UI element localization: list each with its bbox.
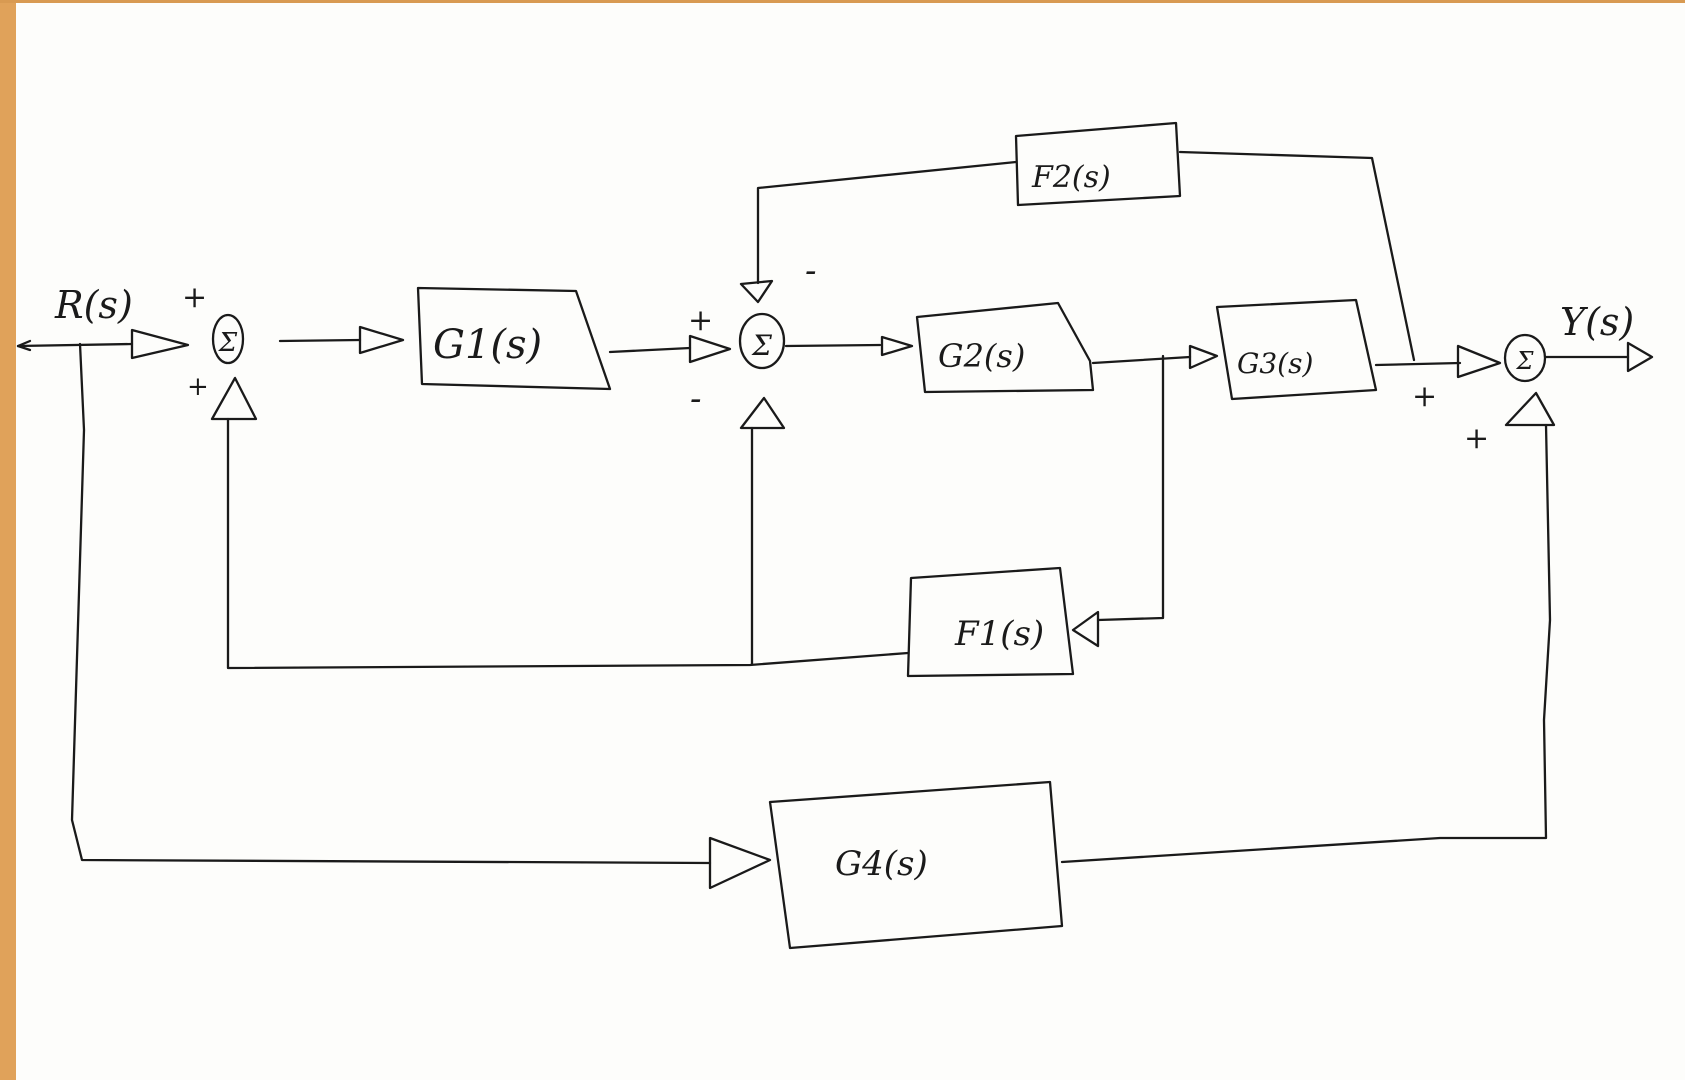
line-g1-sum2 xyxy=(608,346,692,354)
g2-label: G2(s) xyxy=(938,337,1025,375)
sum1-sign-bottom: + xyxy=(187,372,209,402)
sum2-symbol: Σ xyxy=(751,329,772,362)
line-g3-sum3 xyxy=(1374,361,1462,367)
sum1-symbol: Σ xyxy=(218,328,238,358)
line-input-to-g4 xyxy=(70,342,712,865)
sum3-sign-left: + xyxy=(1412,379,1437,414)
block-f1: F1(s) xyxy=(906,566,1075,678)
arrow-output xyxy=(1626,341,1654,373)
arrow-into-sum3 xyxy=(1456,344,1502,379)
summing-junction-1: Σ + + xyxy=(182,280,258,421)
block-g1: G1(s) xyxy=(416,286,612,391)
line-g2-g3 xyxy=(1091,355,1192,365)
summing-junction-3: Σ + + xyxy=(1412,333,1556,456)
output-label: Y(s) xyxy=(1560,300,1634,344)
line-f1-to-sum1 xyxy=(226,417,910,670)
block-g2: G2(s) xyxy=(915,301,1095,394)
input-line xyxy=(16,328,190,360)
paper-edge-top xyxy=(0,0,1685,3)
g1-label: G1(s) xyxy=(433,322,542,368)
block-g3: G3(s) xyxy=(1215,298,1378,401)
input-label: R(s) xyxy=(54,283,133,327)
sum3-symbol: Σ xyxy=(1516,347,1535,375)
arrow-into-g1 xyxy=(358,325,405,355)
arrow-into-f1 xyxy=(1071,610,1100,648)
arrow-into-g4 xyxy=(708,836,772,890)
arrow-into-g3 xyxy=(1188,344,1219,370)
f2-label: F2(s) xyxy=(1031,160,1111,195)
line-f2-to-sum2 xyxy=(756,160,1018,285)
paper-sheet xyxy=(16,3,1685,1080)
line-sum1-g1 xyxy=(278,338,362,343)
line-sum2-g2 xyxy=(784,343,882,348)
line-branch-to-f1 xyxy=(1096,354,1165,622)
block-f2: F2(s) xyxy=(1014,121,1182,207)
sum1-sign-top: + xyxy=(182,280,207,315)
g3-label: G3(s) xyxy=(1237,347,1313,380)
g4-label: G4(s) xyxy=(835,844,928,884)
paper-edge xyxy=(0,0,16,1080)
f1-label: F1(s) xyxy=(954,614,1044,654)
summing-junction-2: Σ + - - xyxy=(688,251,817,430)
sum2-sign-left: + xyxy=(688,303,713,338)
block-g4: G4(s) xyxy=(768,780,1064,950)
arrow-into-g2 xyxy=(880,335,914,357)
line-g3-to-f2 xyxy=(1178,150,1416,362)
line-g4-to-sum3 xyxy=(1060,423,1552,864)
arrow-into-sum2 xyxy=(688,334,732,364)
sum2-sign-bottom: - xyxy=(690,379,702,419)
sum3-sign-bottom: + xyxy=(1464,421,1489,456)
sum2-sign-top: - xyxy=(805,251,817,291)
